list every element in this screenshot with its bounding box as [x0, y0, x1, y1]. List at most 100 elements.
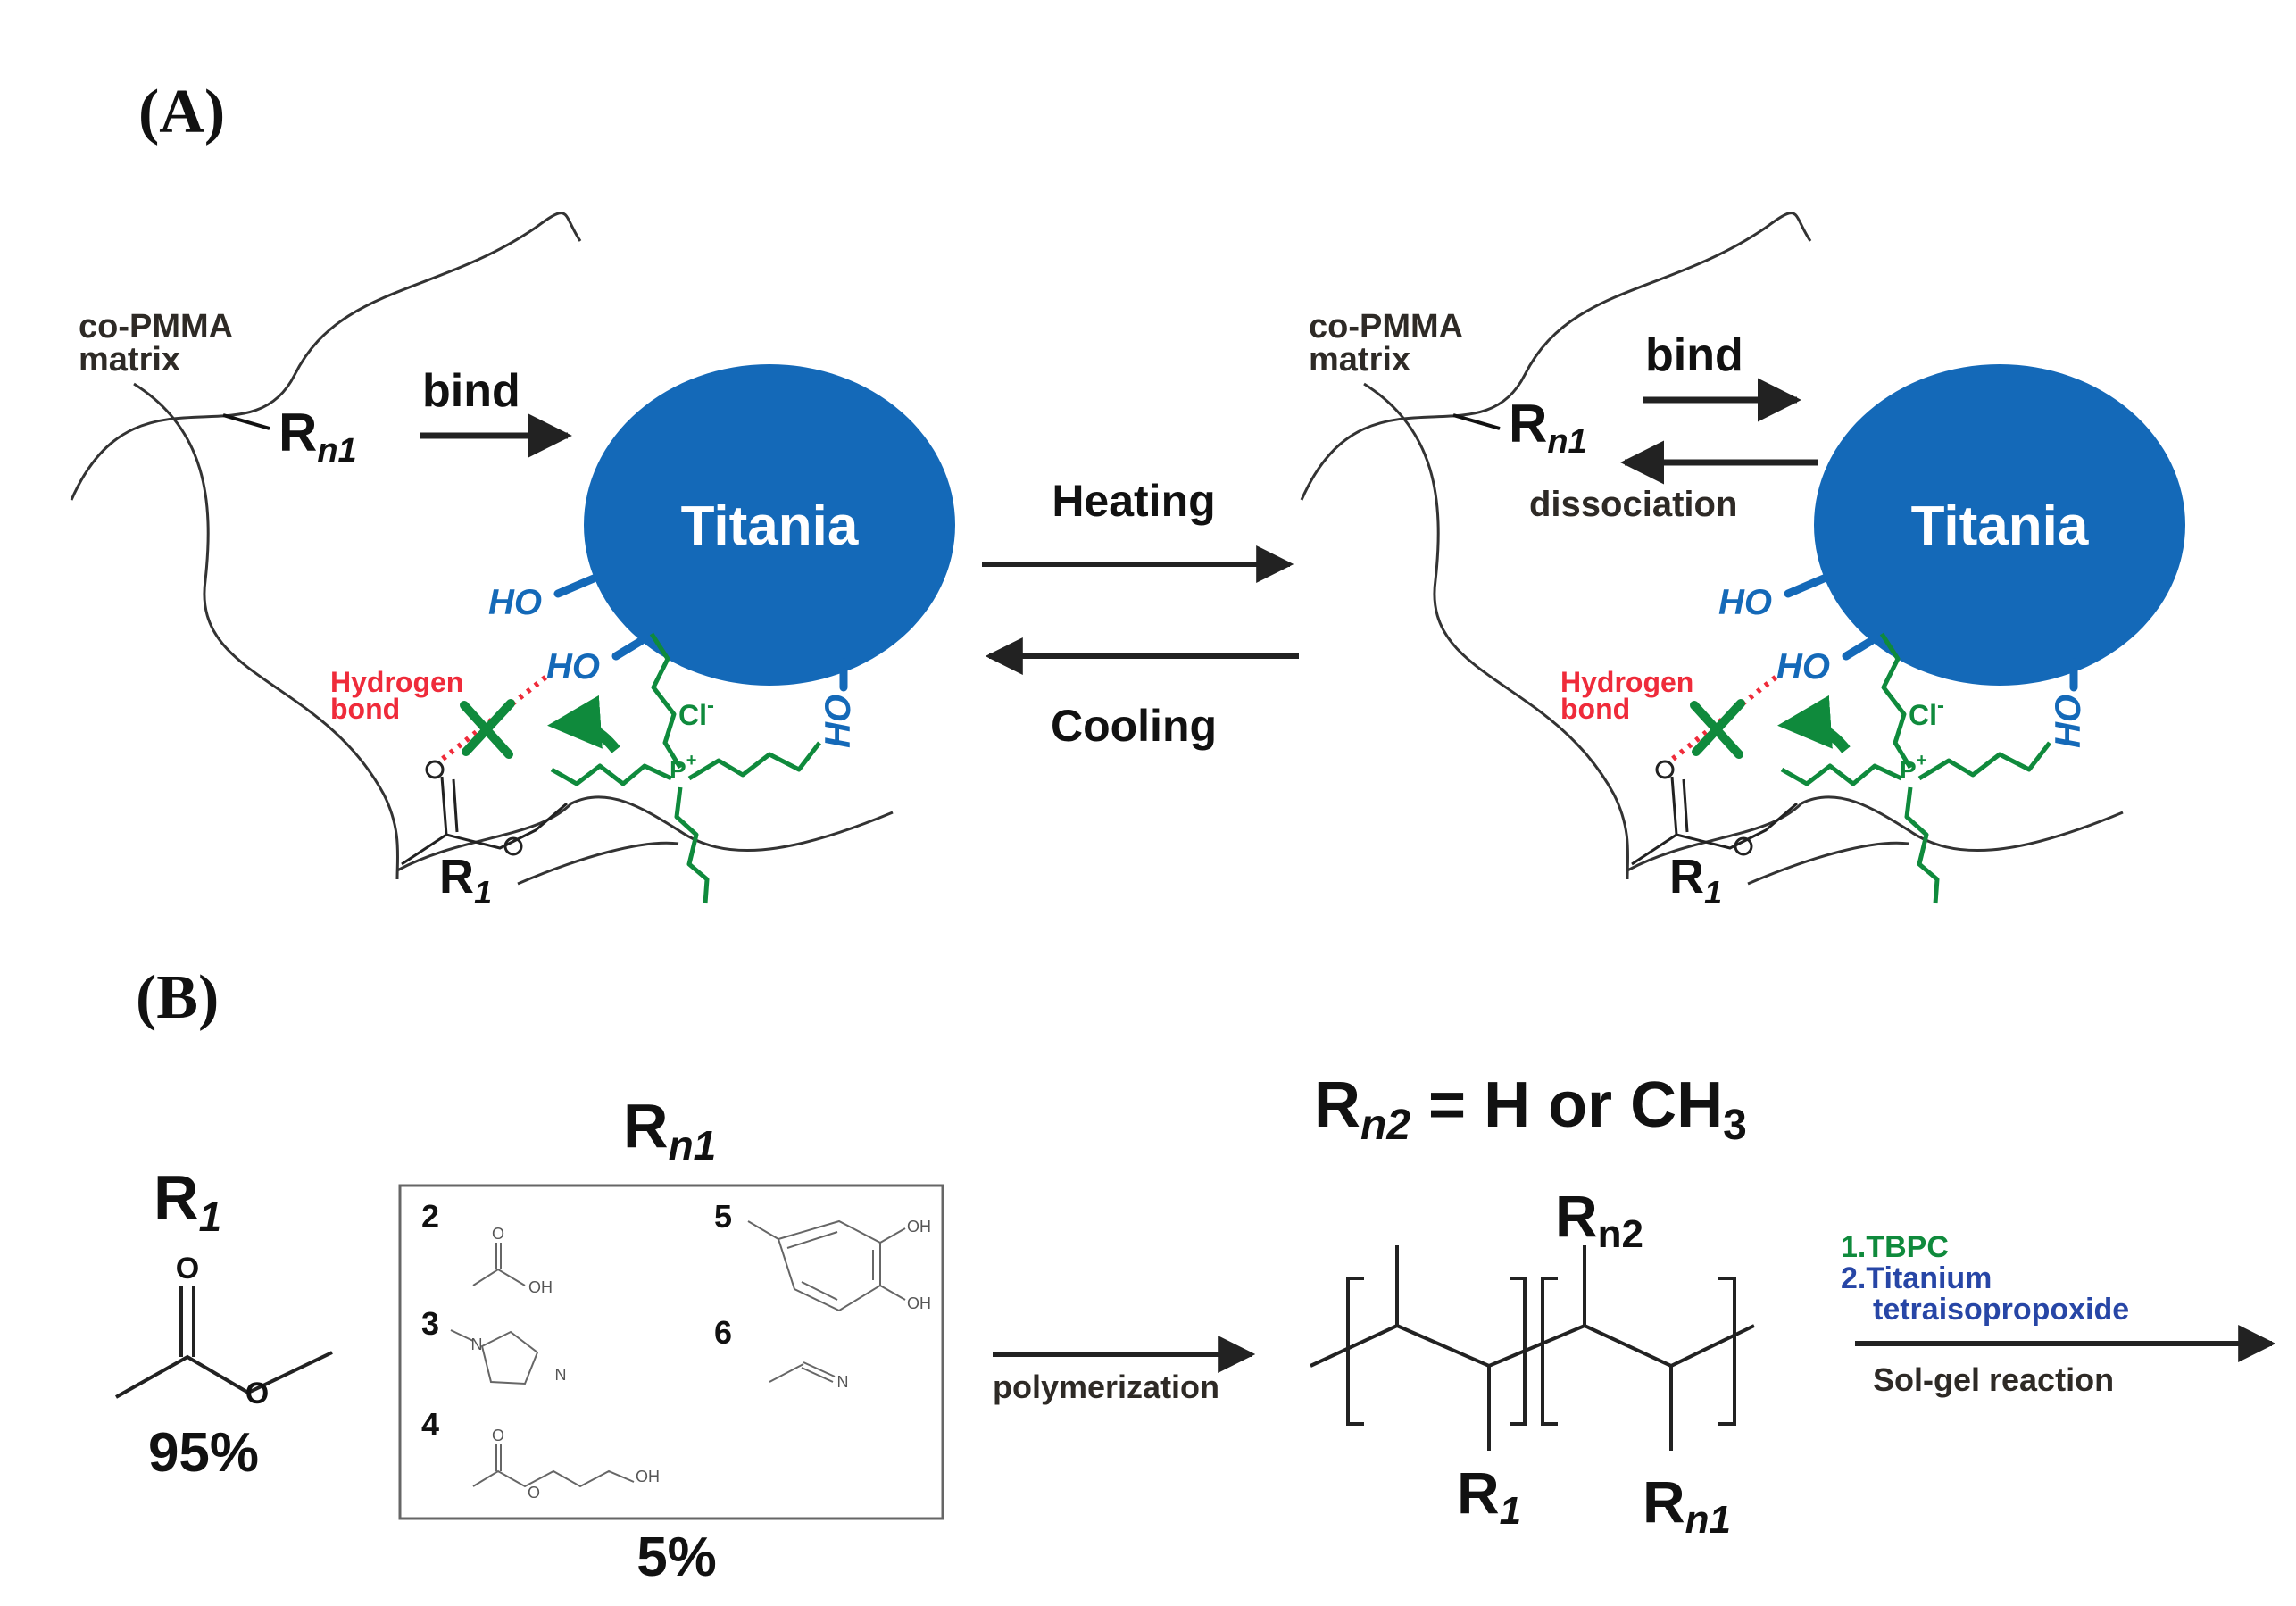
heating-label: Heating — [1052, 476, 1215, 526]
left-ho-1: HO — [488, 583, 542, 622]
right-rn1-sub: n1 — [1547, 423, 1586, 461]
box-item-2-atom-o: O — [492, 1225, 504, 1243]
b-r1-sub: 1 — [199, 1194, 222, 1240]
b-rn1-label: Rn1 — [623, 1091, 716, 1169]
box-item-5-atom-oh1: OH — [907, 1218, 931, 1236]
polymer-rn2-base: R — [1555, 1183, 1598, 1249]
left-hydrogen-bond-label: Hydrogen — [330, 666, 463, 698]
b-rn1-percent: 5% — [636, 1527, 717, 1588]
right-phosphorus-base: P — [1900, 756, 1917, 784]
copolymer-structure — [1310, 1245, 1755, 1451]
b-rn1-base: R — [623, 1091, 669, 1161]
box-item-5-structure — [747, 1219, 906, 1312]
box-item-4-num: 4 — [421, 1406, 439, 1443]
box-item-4-atom-o2: O — [528, 1484, 540, 1502]
solgel-label: Sol-gel reaction — [1873, 1361, 2114, 1398]
left-hydrogen-bond-label-2: bond — [330, 693, 400, 725]
left-bind-label: bind — [422, 365, 520, 417]
right-rn1-base: R — [1509, 394, 1547, 454]
polymer-rn1-base: R — [1643, 1469, 1685, 1535]
polymerization-label: polymerization — [993, 1369, 1219, 1405]
step-titanium-label-2: tetraisopropoxide — [1873, 1293, 2129, 1327]
rn1-comonomer-box — [398, 1184, 944, 1520]
panel-a-label: (A) — [138, 78, 225, 146]
b-rn1-sub: n1 — [669, 1122, 717, 1169]
right-ho-3: HO — [2049, 695, 2088, 748]
right-ho-1: HO — [1718, 583, 1772, 622]
box-item-2-structure — [472, 1243, 526, 1286]
right-chloride-base: Cl — [1909, 699, 1937, 731]
polymer-r1-sub: 1 — [1500, 1489, 1521, 1533]
b-r1-base: R — [154, 1162, 199, 1232]
right-bind-label: bind — [1645, 329, 1743, 381]
box-item-3-atom-n2: N — [555, 1366, 567, 1384]
left-ho-2: HO — [546, 647, 600, 687]
left-chloride-sup: - — [707, 694, 714, 718]
right-matrix-label-2: matrix — [1309, 341, 1410, 379]
left-scene: co-PMMA matrix Rn1 bind Titania HO HO HO… — [71, 213, 955, 911]
right-r1-base: R — [1669, 850, 1704, 903]
polymer-rn2-sub: n2 — [1598, 1212, 1643, 1256]
step-titanium-label: 2.Titanium — [1841, 1261, 1992, 1295]
polymer-rn1-sub: n1 — [1685, 1498, 1731, 1542]
rn2-def-sub3: 3 — [1723, 1102, 1747, 1149]
b-r1-label: R1 — [154, 1162, 221, 1240]
left-ho-3: HO — [819, 695, 858, 748]
rn2-def-sub: n2 — [1360, 1102, 1410, 1149]
left-matrix-label: co-PMMA — [79, 308, 233, 345]
cooling-label: Cooling — [1051, 701, 1217, 751]
b-r1-percent: 95% — [148, 1422, 259, 1484]
right-hydrogen-bond-label-2: bond — [1560, 693, 1630, 725]
box-item-2-atom-oh: OH — [528, 1278, 553, 1296]
left-phosphorus-base: P — [670, 756, 686, 784]
left-matrix-label-2: matrix — [79, 341, 180, 379]
box-item-4-atom-oh: OH — [636, 1468, 660, 1485]
box-item-3-structure — [450, 1329, 539, 1385]
right-scene: co-PMMA matrix Rn1 bind dissociation Tit… — [1302, 213, 2185, 911]
left-chloride-base: Cl — [678, 699, 707, 731]
right-r1-label: R1 — [1669, 850, 1722, 911]
rn2-def-rest: = H or CH — [1410, 1069, 1723, 1141]
right-hydrogen-bond-label: Hydrogen — [1560, 666, 1693, 698]
box-item-3-atom-n1: N — [471, 1336, 483, 1353]
polymer-r1-base: R — [1457, 1460, 1500, 1526]
left-r1-sub: 1 — [474, 874, 492, 911]
right-chloride-sup: - — [1937, 694, 1944, 718]
left-titania-label: Titania — [681, 495, 859, 557]
right-r1-sub: 1 — [1704, 874, 1722, 911]
box-item-6-atom-n: N — [837, 1373, 849, 1391]
right-titania-label: Titania — [1911, 495, 2089, 557]
left-chloride-label: Cl- — [678, 694, 714, 731]
box-item-6-num: 6 — [714, 1314, 732, 1351]
left-r1-base: R — [439, 850, 474, 903]
right-chloride-label: Cl- — [1909, 694, 1944, 731]
b-ester-o-ether: O — [245, 1377, 269, 1410]
right-dissociation-label: dissociation — [1529, 485, 1737, 524]
methyl-ester-structure — [115, 1286, 333, 1399]
box-item-3-num: 3 — [421, 1305, 439, 1342]
box-item-5-num: 5 — [714, 1198, 732, 1235]
polymer-r1-label: R1 — [1457, 1460, 1521, 1533]
right-phosphorus-label: P+ — [1900, 751, 1926, 784]
polymer-rn2-label: Rn2 — [1555, 1183, 1643, 1256]
left-r1-label: R1 — [439, 850, 492, 911]
step-tbpc-label: 1.TBPC — [1841, 1230, 1949, 1264]
right-rn1-label: Rn1 — [1509, 394, 1587, 461]
box-item-4-atom-o1: O — [492, 1427, 504, 1444]
right-matrix-label: co-PMMA — [1309, 308, 1463, 345]
left-rn1-label: Rn1 — [279, 403, 357, 470]
left-phosphorus-sup: + — [686, 751, 697, 770]
left-phosphorus-label: P+ — [670, 751, 696, 784]
left-rn1-base: R — [279, 403, 317, 462]
rn2-def-base: R — [1314, 1069, 1360, 1141]
left-rn1-sub: n1 — [317, 432, 356, 470]
box-item-2-num: 2 — [421, 1198, 439, 1235]
box-item-4-structure — [472, 1444, 635, 1488]
box-item-5-atom-oh2: OH — [907, 1294, 931, 1312]
polymer-rn1-label: Rn1 — [1643, 1469, 1731, 1542]
b-ester-o-carbonyl: O — [176, 1252, 199, 1286]
rn2-definition: Rn2 = H or CH3 — [1314, 1069, 1747, 1149]
right-phosphorus-sup: + — [1917, 751, 1927, 770]
